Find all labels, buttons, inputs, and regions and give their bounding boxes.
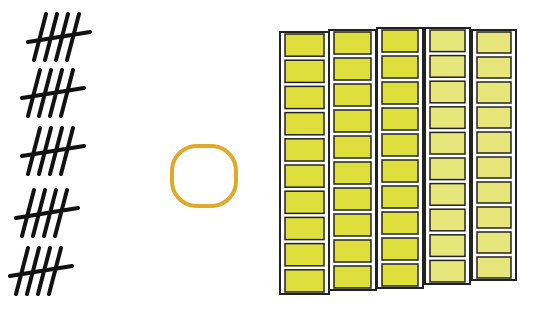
unit-cube <box>430 30 465 52</box>
tally-stroke <box>22 190 34 236</box>
unit-cube <box>285 165 324 187</box>
tens-rod <box>280 32 329 294</box>
unit-cube <box>334 32 371 54</box>
unit-cube <box>430 260 465 282</box>
unit-cube <box>382 212 418 234</box>
unit-cube <box>477 232 511 253</box>
unit-cube <box>334 136 371 158</box>
unit-cube <box>285 139 324 161</box>
unit-cube <box>285 113 324 135</box>
tally-cross-stroke <box>28 32 90 42</box>
unit-cube <box>382 56 418 78</box>
unit-cube <box>477 107 511 128</box>
tally-cross-stroke <box>22 88 84 98</box>
tally-marks-area <box>10 14 90 294</box>
unit-cube <box>285 270 324 292</box>
tens-rod <box>377 28 423 288</box>
tally-cross-stroke <box>22 146 84 156</box>
unit-cube <box>334 58 371 80</box>
unit-cube <box>334 84 371 106</box>
unit-cube <box>334 240 371 262</box>
tally-stroke <box>34 14 46 60</box>
unit-cube <box>382 238 418 260</box>
unit-cube <box>430 158 465 180</box>
tally-group <box>22 70 84 116</box>
unit-cube <box>477 32 511 53</box>
tally-stroke <box>16 248 28 294</box>
tally-group <box>10 248 72 294</box>
unit-cube <box>477 157 511 178</box>
tally-cross-stroke <box>10 266 72 276</box>
unit-cube <box>285 86 324 108</box>
comparison-area <box>172 146 236 206</box>
unit-cube <box>285 191 324 213</box>
unit-cube <box>430 184 465 206</box>
unit-cube <box>382 134 418 156</box>
unit-cube <box>430 235 465 257</box>
tally-group <box>16 190 78 236</box>
unit-cube <box>477 207 511 228</box>
unit-cube <box>285 244 324 266</box>
unit-cube <box>334 162 371 184</box>
unit-cube <box>477 57 511 78</box>
tens-rod <box>425 28 470 284</box>
unit-cube <box>382 186 418 208</box>
tally-stroke <box>28 128 40 174</box>
unit-cube <box>430 132 465 154</box>
unit-cube <box>477 257 511 278</box>
tens-rods-area <box>280 28 516 294</box>
unit-cube <box>334 188 371 210</box>
unit-cube <box>334 110 371 132</box>
tally-cross-stroke <box>16 208 78 218</box>
unit-cube <box>285 60 324 82</box>
comparison-circle[interactable] <box>172 146 236 206</box>
tens-rod <box>472 30 516 280</box>
unit-cube <box>430 81 465 103</box>
unit-cube <box>334 266 371 288</box>
tally-stroke <box>28 70 40 116</box>
unit-cube <box>382 108 418 130</box>
unit-cube <box>382 82 418 104</box>
unit-cube <box>430 209 465 231</box>
unit-cube <box>477 82 511 103</box>
unit-cube <box>430 107 465 129</box>
tally-group <box>28 14 90 60</box>
unit-cube <box>334 214 371 236</box>
unit-cube <box>382 30 418 52</box>
tens-rod <box>329 30 376 290</box>
unit-cube <box>382 160 418 182</box>
unit-cube <box>382 264 418 286</box>
unit-cube <box>477 182 511 203</box>
unit-cube <box>477 132 511 153</box>
unit-cube <box>285 217 324 239</box>
unit-cube <box>285 34 324 56</box>
tally-group <box>22 128 84 174</box>
unit-cube <box>430 56 465 78</box>
